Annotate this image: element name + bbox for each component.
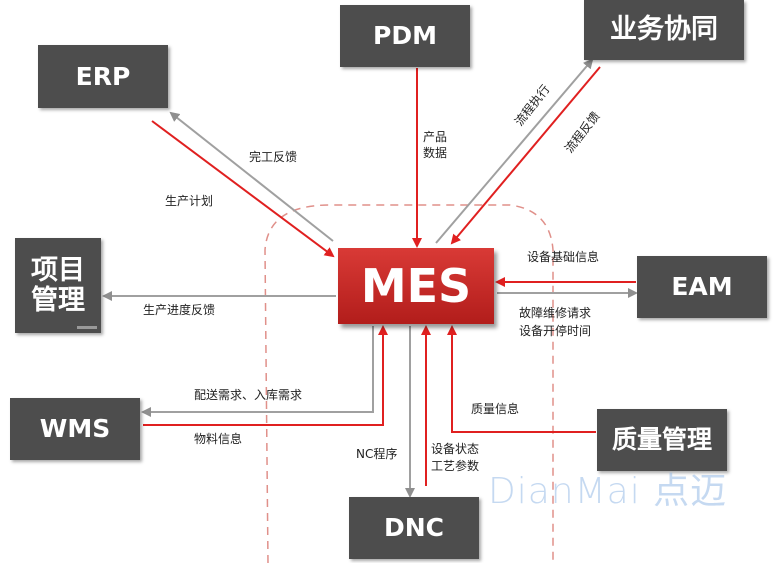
label-delivery-demand: 配送需求、入库需求 <box>194 388 303 402</box>
arrow-mes-to-erp <box>169 111 334 242</box>
label-quality-info: 质量信息 <box>471 402 520 416</box>
watermark: DianMai 点迈 <box>488 471 728 512</box>
node-collab-label: 业务协同 <box>610 14 718 46</box>
label-equipment-time: 设备开停时间 <box>519 324 592 338</box>
node-wms: WMS <box>10 398 140 460</box>
label-equipment-info: 设备基础信息 <box>527 250 600 264</box>
node-wms-label: WMS <box>39 414 111 444</box>
node-eam-label: EAM <box>671 272 733 302</box>
arrow-mes-to-wms <box>141 326 374 417</box>
hub-mes: MES <box>338 248 494 324</box>
arrow-collab-to-mes <box>450 66 601 245</box>
node-eam: EAM <box>637 256 767 318</box>
label-completion-feedback: 完工反馈 <box>249 150 298 164</box>
arrow-quality-to-mes <box>447 325 596 433</box>
node-erp-label: ERP <box>75 61 131 91</box>
node-project: 项目 管理 <box>15 238 101 333</box>
label-equipment-status: 设备状态 <box>431 442 480 456</box>
node-dnc: DNC <box>349 497 479 559</box>
node-pdm: PDM <box>340 5 470 67</box>
label-process-params: 工艺参数 <box>431 459 480 473</box>
node-collab: 业务协同 <box>584 0 744 60</box>
node-dnc-label: DNC <box>383 513 445 543</box>
node-project-label-line1: 项目 <box>31 254 85 286</box>
label-nc-program: NC程序 <box>356 447 398 461</box>
node-quality-label: 质量管理 <box>611 425 712 455</box>
label-material-info: 物料信息 <box>194 432 243 446</box>
label-repair-request: 故障维修请求 <box>519 306 592 320</box>
node-quality: 质量管理 <box>597 409 727 471</box>
node-project-label-line2: 管理 <box>31 284 85 316</box>
label-progress-feedback: 生产进度反馈 <box>143 303 216 317</box>
label-product-data-1: 产品 <box>423 130 448 144</box>
arrow-mes-to-collab <box>435 58 594 244</box>
node-pdm-label: PDM <box>373 21 437 51</box>
arrow-wms-to-mes <box>143 325 388 426</box>
node-erp: ERP <box>38 45 168 108</box>
label-product-data-2: 数据 <box>423 146 448 160</box>
hub-mes-label: MES <box>360 259 472 313</box>
arrow-erp-to-mes <box>151 120 335 258</box>
mes-boundary-dashed <box>264 204 554 563</box>
project-corner-mark <box>77 326 97 329</box>
label-production-plan: 生产计划 <box>165 194 214 208</box>
